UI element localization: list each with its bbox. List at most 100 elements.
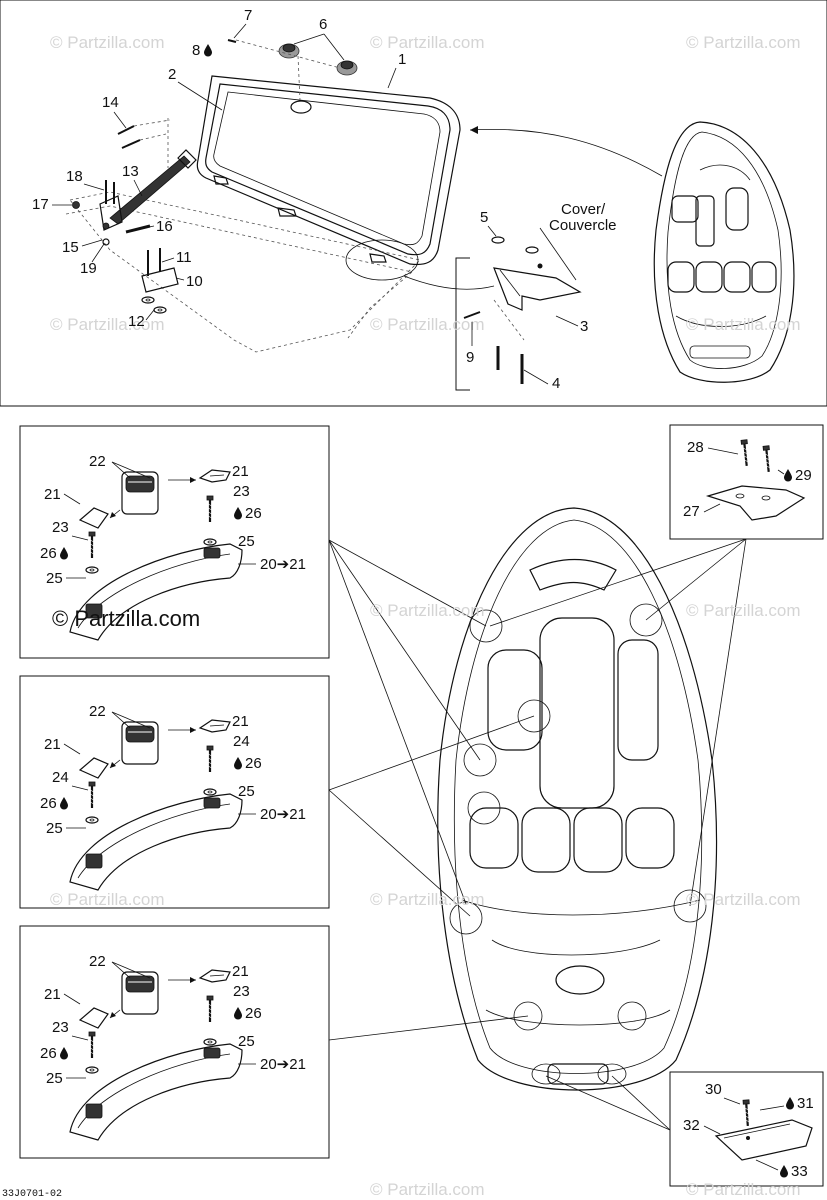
svg-text:26: 26	[40, 545, 57, 562]
label-15: 15	[62, 239, 79, 256]
label-10: 10	[186, 273, 203, 290]
svg-text:26: 26	[245, 755, 262, 772]
pad-panel	[669, 1071, 824, 1187]
svg-text:© Partzilla.com: © Partzilla.com	[370, 33, 485, 52]
svg-text:26: 26	[245, 1005, 262, 1022]
label-9: 9	[466, 349, 474, 366]
label-6: 6	[319, 16, 327, 33]
knob-part-6	[235, 39, 358, 101]
svg-text:20➔21: 20➔21	[260, 806, 306, 823]
svg-text:© Partzilla.com: © Partzilla.com	[50, 315, 165, 334]
svg-text:28: 28	[687, 439, 704, 456]
label-1: 1	[398, 51, 406, 68]
cover-label-en: Cover/	[561, 201, 606, 218]
svg-text:30: 30	[705, 1081, 722, 1098]
label-4: 4	[552, 375, 560, 392]
label-5: 5	[480, 209, 488, 226]
cleat-panel	[669, 424, 824, 540]
screw-part-7	[227, 39, 237, 43]
labels-cleat-panel: 28 29 27	[683, 439, 812, 520]
svg-text:25: 25	[238, 533, 255, 550]
svg-text:27: 27	[683, 503, 700, 520]
svg-text:20➔21: 20➔21	[260, 556, 306, 573]
svg-text:26: 26	[245, 505, 262, 522]
label-7: 7	[244, 7, 252, 24]
arrow-head-top	[470, 126, 478, 134]
svg-text:21: 21	[232, 463, 249, 480]
svg-text:25: 25	[46, 820, 63, 837]
svg-text:32: 32	[683, 1117, 700, 1134]
svg-text:21: 21	[232, 713, 249, 730]
bumper-assembly-2	[70, 712, 242, 890]
labels-panel-3: 22 21 23 26 21 23 25 26 20➔21 25	[40, 953, 306, 1087]
pad-parts	[714, 1098, 813, 1161]
watercraft-overview-top	[653, 121, 795, 383]
svg-text:23: 23	[52, 1019, 69, 1036]
svg-text:© Partzilla.com: © Partzilla.com	[370, 601, 485, 620]
svg-text:© Partzilla.com: © Partzilla.com	[50, 33, 165, 52]
label-3: 3	[580, 318, 588, 335]
pointer-line-top	[469, 128, 663, 177]
svg-text:23: 23	[233, 483, 250, 500]
svg-text:21: 21	[44, 986, 61, 1003]
label-14: 14	[102, 94, 119, 111]
bumper-panel-2	[19, 675, 330, 909]
label-2: 2	[168, 66, 176, 83]
svg-text:© Partzilla.com: © Partzilla.com	[370, 890, 485, 909]
svg-text:© Partzilla.com: © Partzilla.com	[686, 601, 801, 620]
svg-text:22: 22	[89, 453, 106, 470]
labels-panel-2: 22 21 24 26 21 24 25 26 20➔21 25	[40, 703, 306, 837]
watermark-dark: © Partzilla.com	[52, 606, 200, 631]
watercraft-overview-main	[437, 507, 718, 1091]
svg-text:21: 21	[232, 963, 249, 980]
label-18: 18	[66, 168, 83, 185]
label-16: 16	[156, 218, 173, 235]
bracket-part-10	[141, 248, 179, 314]
svg-text:© Partzilla.com: © Partzilla.com	[370, 315, 485, 334]
bumper-panel-1	[19, 425, 330, 659]
svg-text:25: 25	[238, 1033, 255, 1050]
label-19: 19	[80, 260, 97, 277]
diagram-code: 33J0701-02	[2, 1189, 62, 1200]
svg-text:23: 23	[233, 983, 250, 1000]
svg-text:25: 25	[46, 1070, 63, 1087]
label-11: 11	[176, 249, 192, 266]
bumper-assembly-3	[70, 962, 242, 1140]
compartment-outline-inner	[65, 205, 413, 339]
top-frame	[0, 0, 827, 407]
svg-text:22: 22	[89, 703, 106, 720]
svg-text:22: 22	[89, 953, 106, 970]
label-13: 13	[122, 163, 139, 180]
svg-text:31: 31	[797, 1095, 814, 1112]
svg-text:33: 33	[791, 1163, 808, 1180]
svg-text:24: 24	[52, 769, 69, 786]
label-8: 8	[192, 42, 200, 59]
svg-text:© Partzilla.com: © Partzilla.com	[686, 315, 801, 334]
svg-text:© Partzilla.com: © Partzilla.com	[50, 890, 165, 909]
svg-text:21: 21	[44, 736, 61, 753]
leader-lines	[328, 538, 747, 1131]
bumper-panel-3	[19, 925, 330, 1159]
label-17: 17	[32, 196, 49, 213]
svg-text:29: 29	[795, 467, 812, 484]
svg-text:23: 23	[52, 519, 69, 536]
svg-text:26: 26	[40, 1045, 57, 1062]
watermarks: © Partzilla.com © Partzilla.com © Partzi…	[50, 33, 801, 1199]
svg-text:25: 25	[238, 783, 255, 800]
strap-part-13	[99, 149, 197, 231]
screw-part-14	[117, 118, 171, 168]
labels-pad-panel: 30 31 32 33	[683, 1081, 814, 1180]
svg-text:© Partzilla.com: © Partzilla.com	[686, 33, 801, 52]
svg-text:26: 26	[40, 795, 57, 812]
compartment-outline	[69, 191, 421, 353]
svg-text:25: 25	[46, 570, 63, 587]
labels-top: 1 2 3 4 5 6 7 8 9 10 11 12 13 14 15 16 1…	[32, 7, 617, 392]
svg-text:© Partzilla.com: © Partzilla.com	[686, 890, 801, 909]
labels-panel-1: 22 21 23 26 21 23 25 26 20➔21 25	[40, 453, 306, 587]
svg-text:20➔21: 20➔21	[260, 1056, 306, 1073]
cover-label-fr: Couvercle	[549, 217, 617, 234]
storage-cover-lid	[196, 75, 461, 266]
svg-text:© Partzilla.com: © Partzilla.com	[370, 1180, 485, 1199]
svg-text:21: 21	[44, 486, 61, 503]
